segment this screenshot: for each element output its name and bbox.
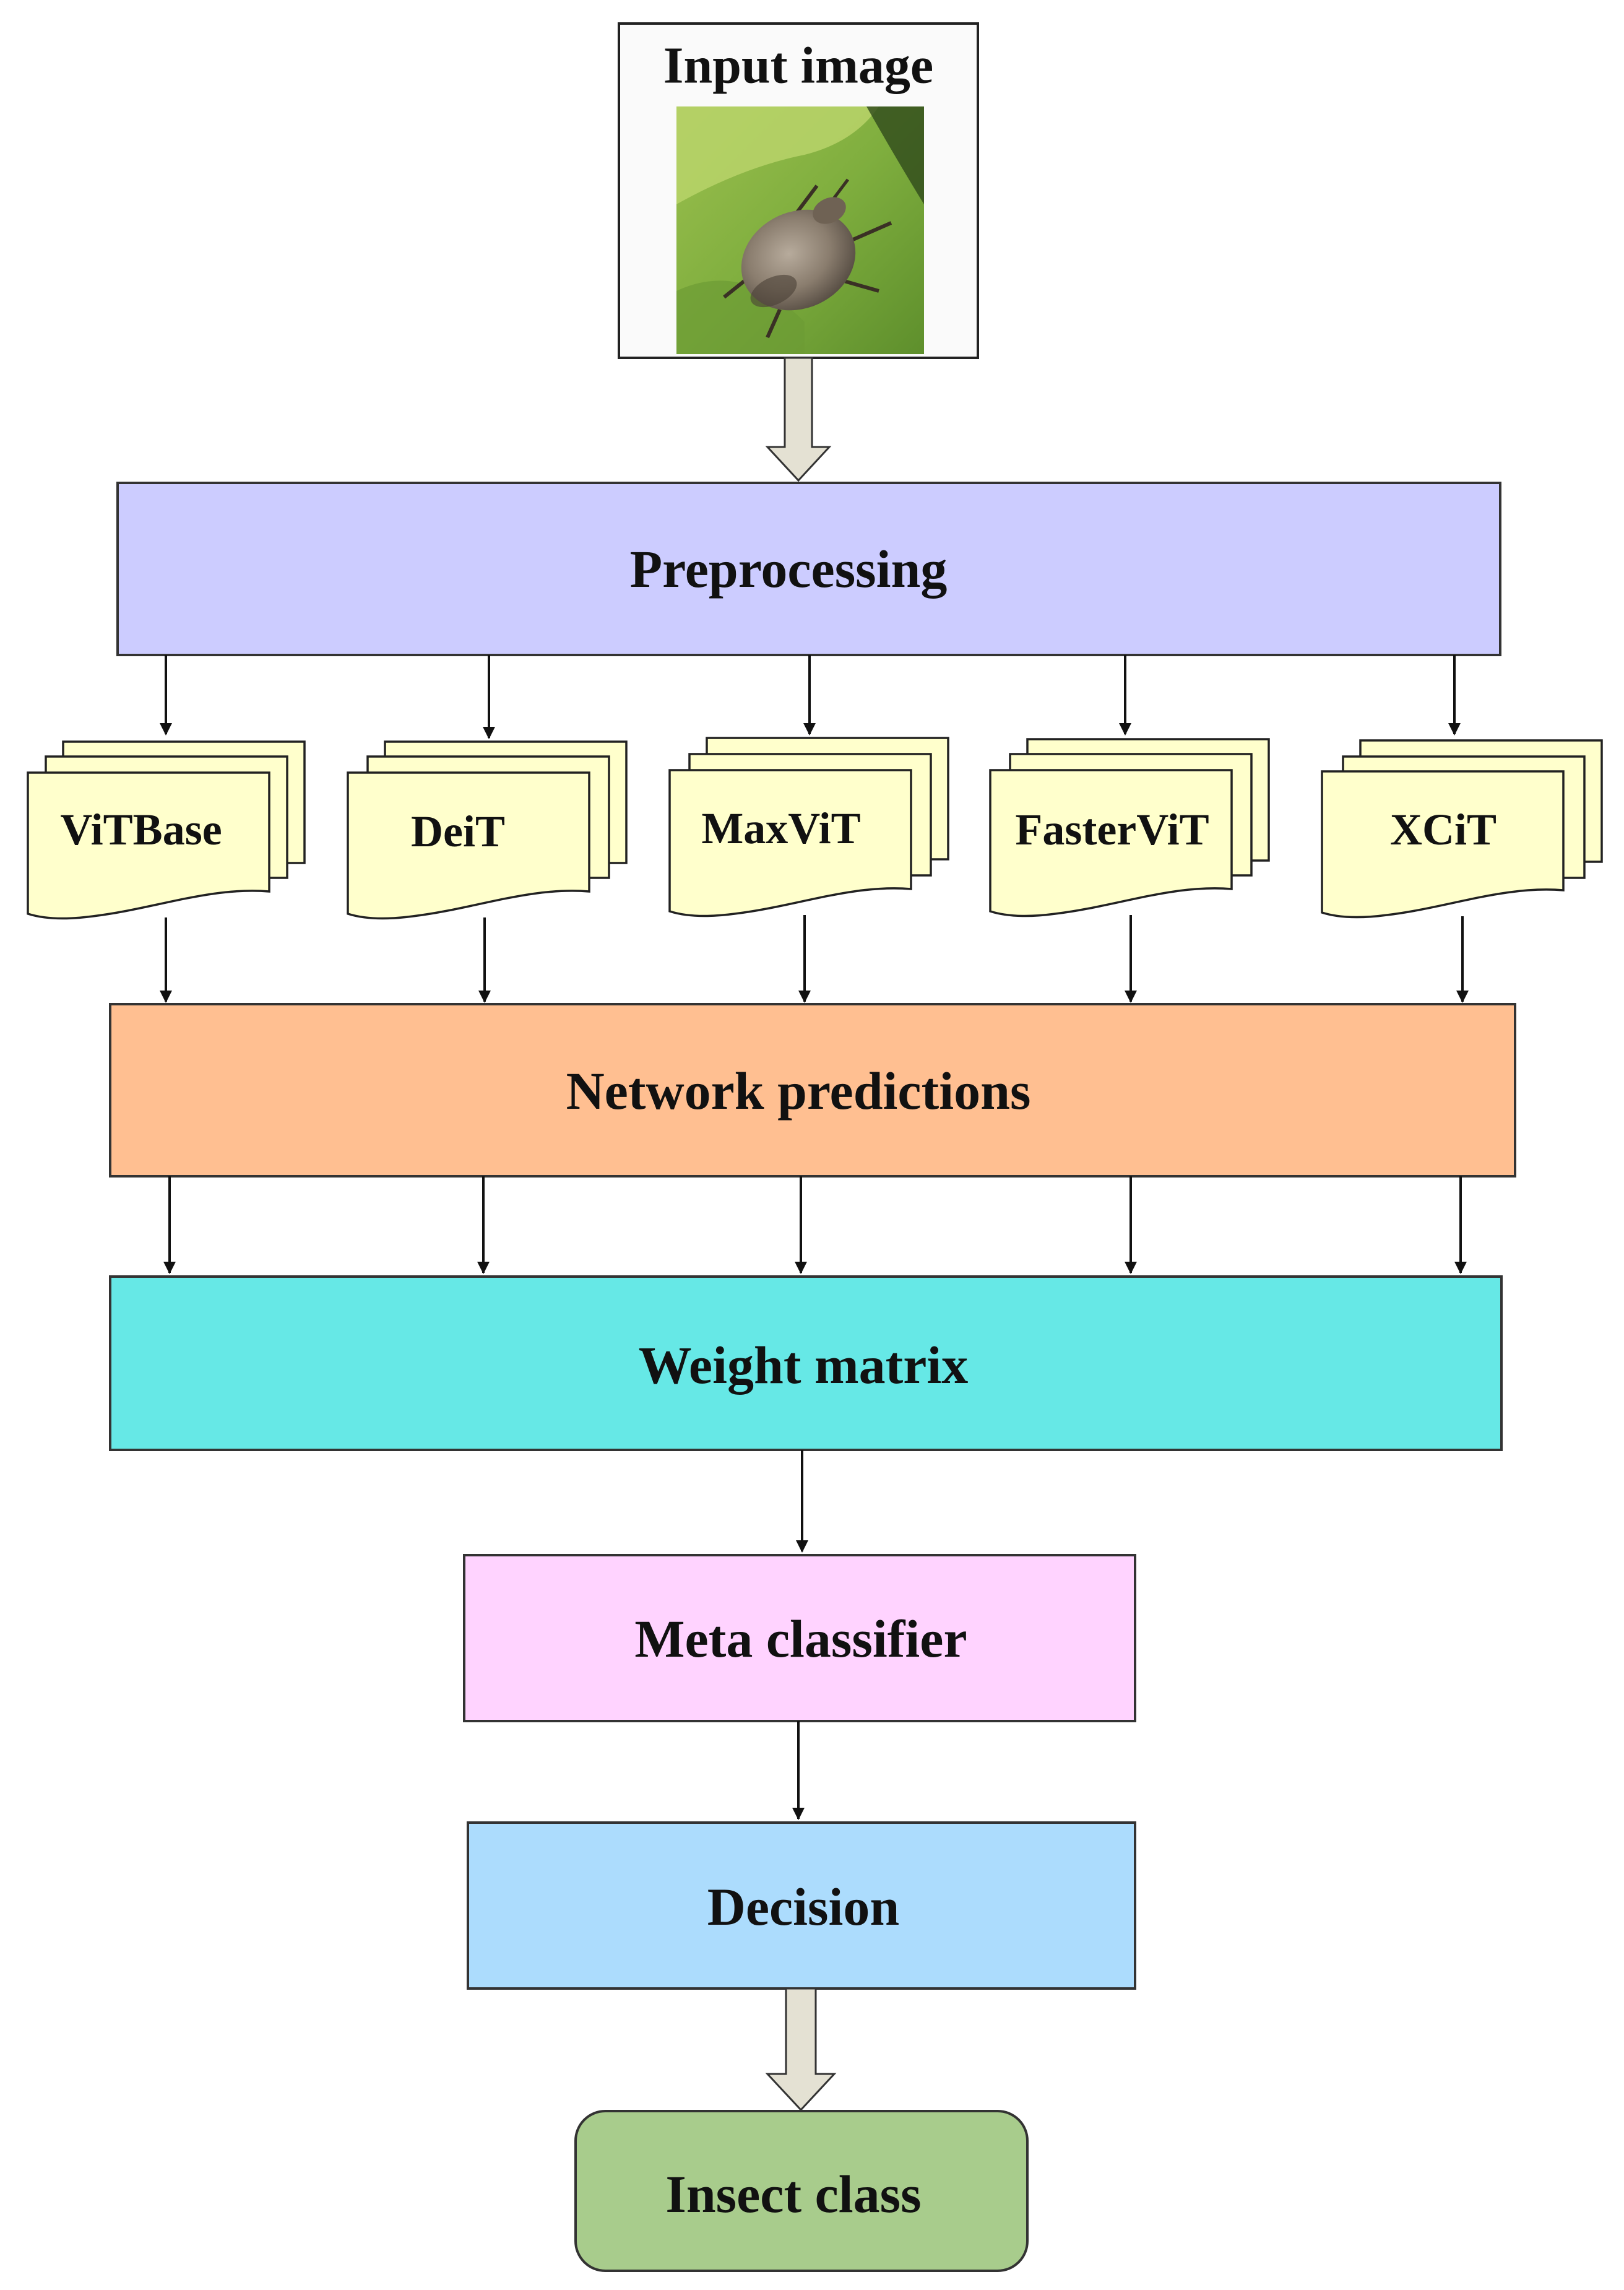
weight-matrix-label: Weight matrix	[639, 1335, 969, 1395]
model-label-maxvit: MaxViT	[701, 804, 860, 853]
meta-classifier-label: Meta classifier	[634, 1609, 967, 1668]
meta-classifier-box: Meta classifier	[463, 1554, 1136, 1722]
model-doc-vitbase: ViTBase	[27, 740, 306, 920]
block-arrow-input	[765, 357, 832, 482]
model-label-xcit: XCiT	[1390, 805, 1497, 854]
insect-class-box: Insect class	[574, 2110, 1029, 2272]
model-doc-deit: DeiT	[347, 740, 628, 920]
input-image-panel: Input image	[618, 22, 979, 359]
preprocessing-box: Preprocessing	[116, 482, 1501, 656]
model-label-fastervit: FasterViT	[1015, 805, 1209, 854]
prediction-arrows	[163, 1176, 1467, 1274]
model-doc-fastervit: FasterViT	[989, 738, 1270, 917]
weight-matrix-box: Weight matrix	[109, 1275, 1503, 1451]
preprocessing-label: Preprocessing	[630, 539, 948, 599]
model-arrows	[160, 915, 1469, 1003]
model-doc-maxvit: MaxViT	[668, 737, 949, 917]
input-image-title: Input image	[663, 37, 933, 95]
preprocessing-arrows	[160, 655, 1461, 739]
decision-box: Decision	[467, 1821, 1136, 1990]
network-predictions-box: Network predictions	[109, 1003, 1516, 1178]
model-label-vitbase: ViTBase	[60, 805, 222, 854]
block-arrow-output	[765, 1987, 837, 2112]
insect-class-label: Insect class	[665, 2164, 921, 2224]
decision-label: Decision	[707, 1877, 900, 1937]
model-label-deit: DeiT	[411, 807, 505, 856]
model-doc-xcit: XCiT	[1321, 739, 1603, 919]
network-predictions-label: Network predictions	[566, 1061, 1031, 1121]
insect-photo	[676, 106, 924, 354]
